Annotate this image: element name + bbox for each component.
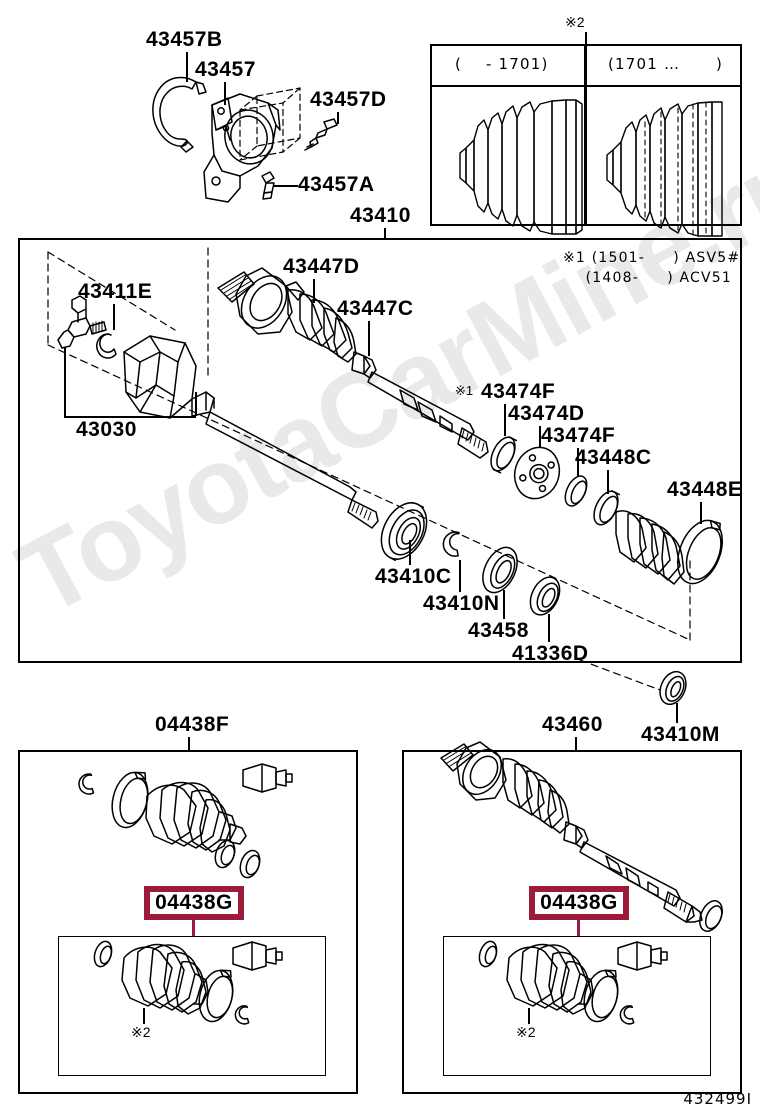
- label-43447d: 43447D: [283, 255, 360, 278]
- leader-43447c: [368, 321, 370, 356]
- highlight-box-04438g-left[interactable]: 04438G: [144, 886, 244, 920]
- label-43457b: 43457B: [146, 28, 223, 51]
- label-43448c: 43448C: [575, 446, 652, 469]
- label-41336d: 41336D: [512, 642, 589, 665]
- leader-43410n: [459, 560, 461, 592]
- marker-boot-right: ※2: [516, 1024, 536, 1040]
- leader-43460: [575, 737, 577, 750]
- label-43460: 43460: [542, 713, 603, 736]
- marker-43474f-star: ※1: [455, 383, 474, 398]
- label-43457d: 43457D: [310, 88, 387, 111]
- boot-inset-marker: ※2: [565, 14, 585, 30]
- leader-marker-boot-right: [528, 1008, 530, 1024]
- label-43458: 43458: [468, 619, 529, 642]
- main-panel-frame: [18, 238, 742, 663]
- label-43474f-1: 43474F: [481, 380, 556, 403]
- leader-43458: [503, 590, 505, 619]
- bottom-right-panel-frame: [402, 750, 742, 1094]
- boot-inset-col-after-header: (1701 … ): [608, 55, 724, 73]
- highlight-box-04438g-right[interactable]: 04438G: [529, 886, 629, 920]
- leader-43410: [384, 228, 386, 240]
- boot-inset-col-before-header: ( - 1701): [455, 55, 549, 73]
- highlight-label-04438g-left: 04438G: [155, 891, 233, 914]
- leader-43411e: [113, 304, 115, 330]
- label-04438f: 04438F: [155, 713, 230, 736]
- boot-inset-col-divider: [584, 44, 587, 226]
- leader-43457: [224, 82, 226, 105]
- label-43474f-2: 43474F: [541, 424, 616, 447]
- leader-43030-v2: [195, 392, 197, 416]
- bottom-right-inner-frame: [443, 936, 711, 1076]
- leader-43457d: [337, 112, 339, 124]
- label-43447c: 43447C: [337, 297, 414, 320]
- label-43474d: 43474D: [508, 402, 585, 425]
- leader-43448e: [700, 502, 702, 524]
- label-43457: 43457: [195, 58, 256, 81]
- marker-boot-left: ※2: [131, 1024, 151, 1040]
- leader-43448c: [607, 470, 609, 494]
- label-43030: 43030: [76, 418, 137, 441]
- leader-43410m: [676, 703, 678, 723]
- main-panel-note-2: (1408- ) ACV51: [563, 270, 733, 286]
- leader-43030-v1: [64, 348, 66, 416]
- redline-04438g-left: [192, 918, 195, 936]
- leader-43474f-1: [504, 404, 506, 436]
- leader-boot-inset-marker: [585, 32, 587, 44]
- diagram-id: 432499I: [683, 1090, 752, 1108]
- label-43457a: 43457A: [298, 173, 375, 196]
- label-43411e: 43411E: [78, 280, 153, 303]
- label-43410c: 43410C: [375, 565, 452, 588]
- label-43448e: 43448E: [667, 478, 743, 501]
- leader-43457a: [274, 185, 298, 187]
- leader-41336d: [548, 614, 550, 642]
- label-43410n: 43410N: [423, 592, 500, 615]
- bottom-left-panel-frame: [18, 750, 358, 1094]
- redline-04438g-right: [577, 918, 580, 936]
- leader-43410c: [409, 540, 411, 565]
- leader-04438f: [188, 737, 190, 750]
- leader-marker-boot-left: [143, 1008, 145, 1024]
- leader-43457b: [186, 52, 188, 82]
- leader-43447d: [313, 279, 315, 303]
- label-43410: 43410: [350, 204, 411, 227]
- label-43410m: 43410M: [641, 723, 720, 746]
- bottom-left-inner-frame: [58, 936, 326, 1076]
- main-panel-note-1: ※1 (1501- ) ASV5#: [563, 250, 741, 266]
- highlight-label-04438g-right: 04438G: [540, 891, 618, 914]
